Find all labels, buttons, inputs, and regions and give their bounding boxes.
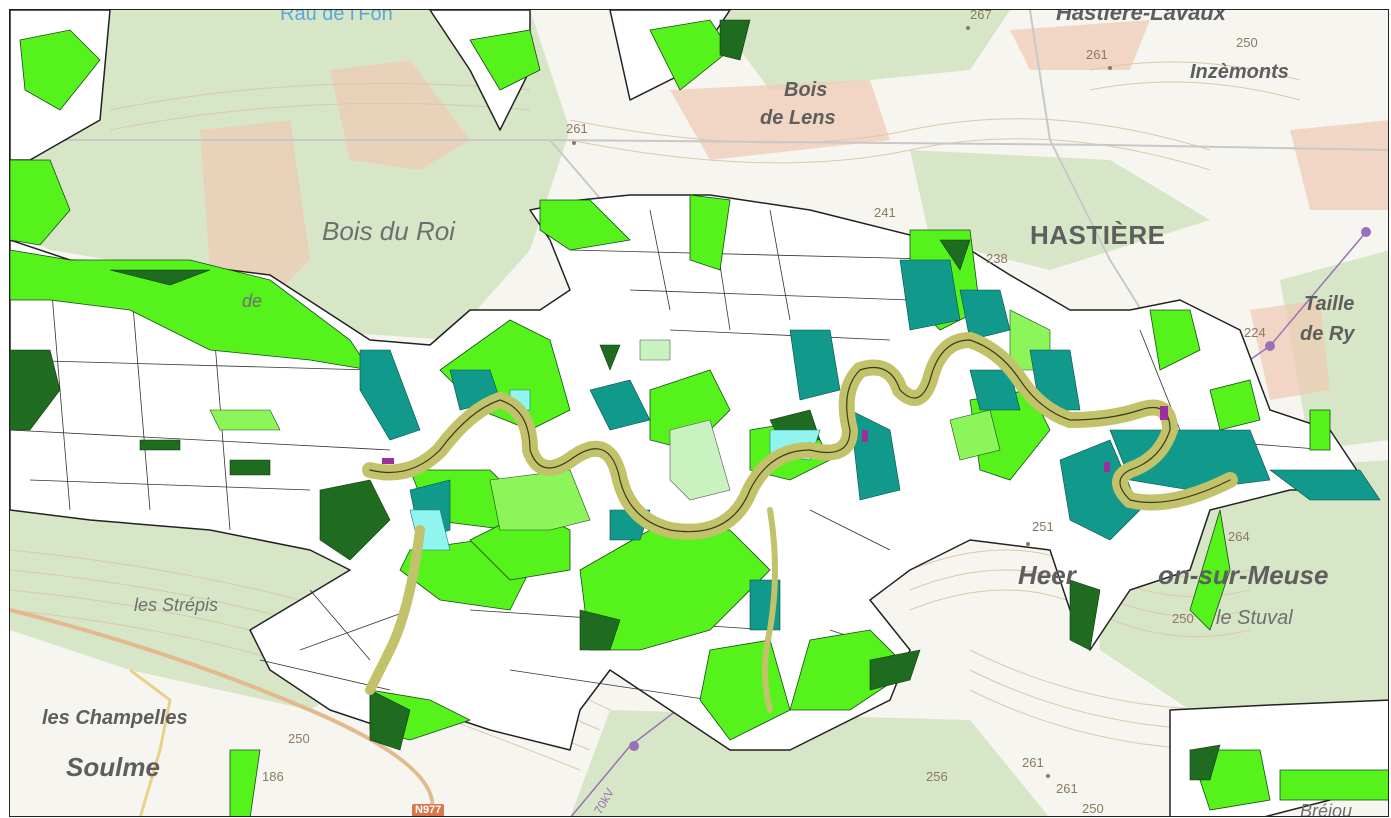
label-taille-de-ry-2: de Ry bbox=[1300, 323, 1355, 345]
road-shield-n977: N977 bbox=[412, 804, 445, 816]
label-soulme: Soulme bbox=[66, 752, 160, 782]
label-hastiere: HASTIÈRE bbox=[1030, 220, 1166, 250]
altitude-186: 186 bbox=[262, 769, 284, 784]
altitude-256: 256 bbox=[926, 769, 948, 784]
altitude-261-top: 261 bbox=[566, 121, 588, 136]
parcel-boundaries bbox=[10, 199, 1331, 701]
label-taille-de-ry-1: Taille bbox=[1304, 293, 1355, 315]
label-bois-de-lens-2: de Lens bbox=[760, 107, 836, 129]
label-les-strepis: les Strépis bbox=[134, 595, 219, 615]
altitude-267: 267 bbox=[970, 9, 992, 22]
spot-height-marker bbox=[1026, 542, 1030, 546]
altitude-261-bottom2: 261 bbox=[1056, 781, 1078, 796]
altitude-224: 224 bbox=[1244, 325, 1266, 340]
altitude-250-mid: 250 bbox=[1172, 611, 1194, 626]
label-les-champelles: les Champelles bbox=[42, 707, 188, 729]
altitude-250: 250 bbox=[1236, 35, 1258, 50]
spot-height-marker bbox=[1046, 774, 1050, 778]
altitude-250-left: 250 bbox=[288, 731, 310, 746]
map-canvas[interactable] bbox=[10, 10, 1389, 817]
altitude-261-bottom1: 261 bbox=[1022, 755, 1044, 770]
altitude-251: 251 bbox=[1032, 519, 1054, 534]
habitat-dark-green[interactable] bbox=[10, 19, 1221, 781]
altitude-238: 238 bbox=[986, 251, 1008, 266]
label-bois-du-roi: Bois du Roi bbox=[322, 216, 455, 246]
label-heer: Heer bbox=[1018, 560, 1076, 590]
label-breiou: Bréiou bbox=[1300, 801, 1353, 817]
label-inzemonts: Inzèmonts bbox=[1190, 61, 1289, 83]
altitude-241: 241 bbox=[874, 205, 896, 220]
map-view[interactable]: Rau de l'Fon Bois du Roi de Bois de Lens… bbox=[9, 9, 1389, 817]
label-le-stuval: le Stuval bbox=[1216, 607, 1293, 629]
label-sur-meuse: on-sur-Meuse bbox=[1158, 560, 1329, 590]
label-de-fragment: de bbox=[242, 291, 263, 311]
habitat-light-green[interactable] bbox=[209, 309, 1051, 531]
altitude-264: 264 bbox=[1228, 529, 1250, 544]
label-bois-de-lens-1: Bois bbox=[784, 79, 828, 101]
label-ruisseau: Rau de l'Fon bbox=[280, 9, 393, 25]
label-hastiere-lavaux: Hastière-Lavaux bbox=[1056, 9, 1226, 25]
spot-height-marker bbox=[572, 141, 576, 145]
altitude-261-right: 261 bbox=[1086, 47, 1108, 62]
altitude-250-bottom: 250 bbox=[1082, 801, 1104, 816]
spot-height-marker bbox=[966, 26, 970, 30]
urban-zones bbox=[200, 20, 1388, 400]
spot-height-marker bbox=[1108, 66, 1112, 70]
habitat-purple[interactable] bbox=[382, 406, 1168, 472]
habitat-pale-green[interactable] bbox=[639, 339, 731, 501]
